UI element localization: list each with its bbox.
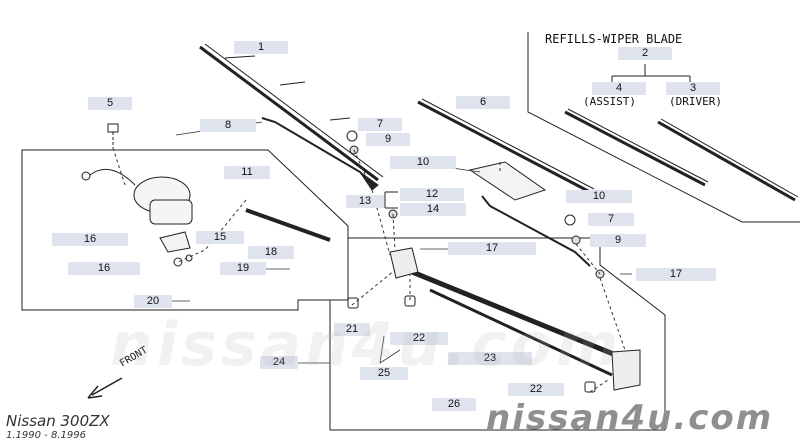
callout-20[interactable]: 20 (134, 295, 172, 308)
nut-9-right (571, 235, 581, 245)
callout-1[interactable]: 1 (234, 41, 288, 54)
cap-7-left (346, 130, 358, 142)
callout-14[interactable]: 14 (400, 203, 466, 216)
cap-7-right (564, 214, 576, 226)
callout-3[interactable]: 3 (666, 82, 720, 95)
callout-10-left[interactable]: 10 (390, 156, 456, 169)
linkage-box-border (329, 237, 666, 431)
blade-connector (468, 161, 547, 201)
bushing-16 (173, 257, 183, 267)
caption-model: Nissan 300ZX (6, 412, 110, 430)
pivot-right (611, 349, 641, 391)
callout-16-lower[interactable]: 16 (68, 262, 140, 275)
front-arrow-icon (87, 377, 123, 399)
callout-7-left[interactable]: 7 (358, 118, 402, 131)
callout-11[interactable]: 11 (224, 166, 270, 179)
callout-25[interactable]: 25 (360, 367, 408, 380)
callout-17-left[interactable]: 17 (448, 242, 536, 255)
callout-16-upper[interactable]: 16 (52, 233, 128, 246)
bolt-5 (107, 123, 119, 148)
refills-driver-label: (DRIVER) (669, 95, 722, 108)
wiper-motor (81, 168, 193, 225)
callout-6[interactable]: 6 (456, 96, 510, 109)
callout-7-right[interactable]: 7 (588, 213, 634, 226)
callout-21[interactable]: 21 (334, 323, 370, 336)
callout-17-right[interactable]: 17 (636, 268, 716, 281)
caption-years: 1.1990 - 8.1996 (6, 430, 86, 441)
callout-9-right[interactable]: 9 (590, 234, 646, 247)
motor-box-border (21, 149, 349, 311)
callout-10-right[interactable]: 10 (566, 190, 632, 203)
bushing-21 (347, 297, 359, 309)
callout-23[interactable]: 23 (448, 352, 532, 365)
dashed-leaders (112, 147, 626, 393)
callout-24[interactable]: 24 (260, 356, 298, 369)
bushing-22 (584, 381, 596, 393)
callout-26[interactable]: 26 (432, 398, 476, 411)
callout-22-upper[interactable]: 22 (390, 332, 448, 345)
refills-border (527, 32, 800, 223)
wiper-blade-6 (417, 98, 595, 194)
refills-title: REFILLS-WIPER BLADE (545, 32, 683, 46)
wiper-arm-8 (261, 117, 379, 191)
watermark-small: nissan4u.com (486, 398, 774, 438)
wiper-arm-10 (481, 195, 591, 267)
pivot-left (389, 247, 419, 279)
callout-2[interactable]: 2 (618, 47, 672, 60)
wiper-blade-1 (199, 43, 384, 182)
callout-12[interactable]: 12 (400, 188, 464, 201)
refills-assist-label: (ASSIST) (583, 95, 636, 108)
callout-13[interactable]: 13 (346, 195, 384, 208)
callout-15[interactable]: 15 (196, 231, 244, 244)
callout-22-lower[interactable]: 22 (508, 383, 564, 396)
callout-18[interactable]: 18 (248, 246, 294, 259)
callout-9-left[interactable]: 9 (366, 133, 410, 146)
link-rod-18 (245, 208, 331, 242)
callout-5[interactable]: 5 (88, 97, 132, 110)
refill-blades (564, 108, 799, 202)
callout-19[interactable]: 19 (220, 262, 266, 275)
callout-8[interactable]: 8 (200, 119, 256, 132)
bracket-15 (159, 231, 191, 253)
linkage-rod-23 (394, 262, 629, 363)
callout-4[interactable]: 4 (592, 82, 646, 95)
watermark-large: nissan4u.com (110, 310, 623, 380)
